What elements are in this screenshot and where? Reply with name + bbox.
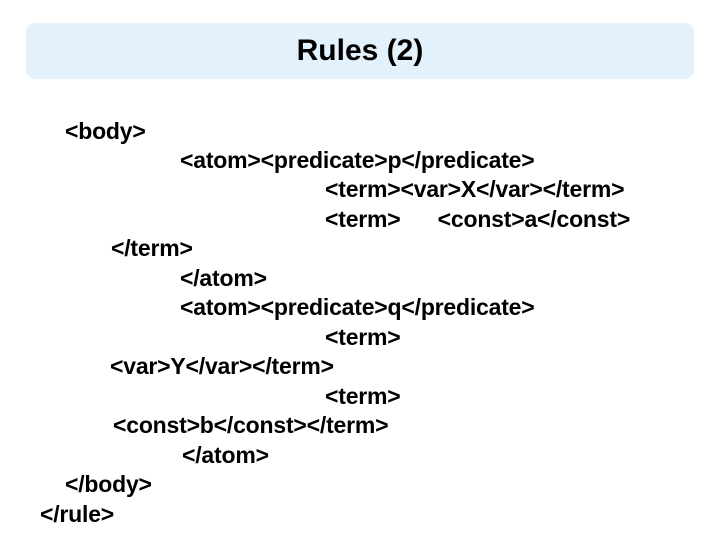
code-line: <term><var>X</var></term> <box>325 176 625 202</box>
code-line: <term> <const>a</const> <box>325 206 631 232</box>
code-line: </atom> <box>182 442 269 468</box>
code-line: <term> <box>325 383 401 409</box>
code-line: <term> <box>325 324 401 350</box>
code-line: <var>Y</var></term> <box>110 353 334 379</box>
code-line: </atom> <box>180 265 267 291</box>
code-line: </body> <box>65 471 152 497</box>
xml-code-block: <body> <atom><predicate>p</predicate> <ter… <box>0 111 720 531</box>
code-line: </rule> <box>40 501 115 527</box>
code-line: <body> <box>65 118 146 144</box>
code-line: </term> <box>111 235 193 261</box>
page-title: Rules (2) <box>296 34 424 67</box>
code-line: <const>b</const></term> <box>113 412 389 438</box>
title-banner: Rules (2) <box>26 23 694 79</box>
code-line: <atom><predicate>q</predicate> <box>180 294 535 320</box>
code-line: <atom><predicate>p</predicate> <box>180 147 535 173</box>
